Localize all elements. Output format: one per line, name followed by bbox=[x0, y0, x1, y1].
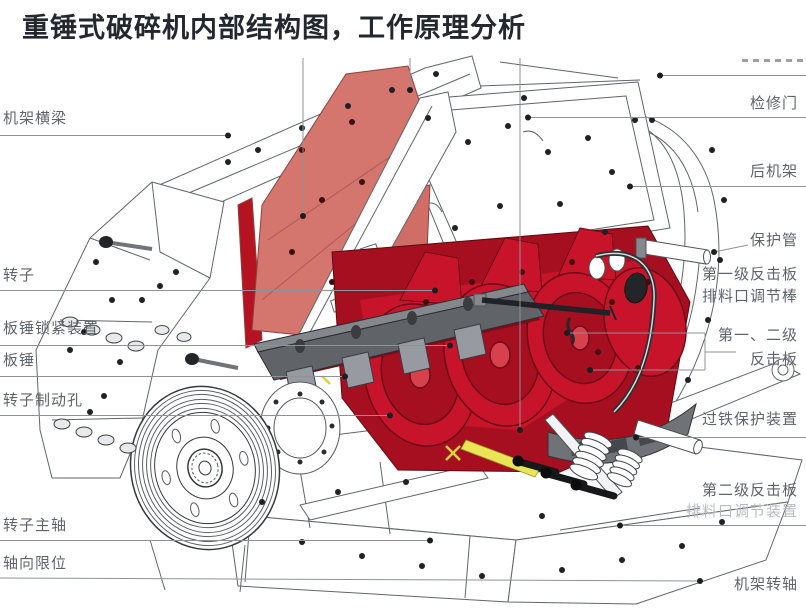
label-rear-frame: 后机架 bbox=[749, 163, 798, 180]
label-protection-tube: 保护管 bbox=[749, 232, 798, 249]
label-hammer-lock: 板锤锁紧装置 bbox=[3, 320, 100, 337]
leader-lines bbox=[0, 58, 806, 582]
label-axial-limit: 轴向限位 bbox=[3, 555, 68, 572]
label-hammer: 板锤 bbox=[3, 352, 36, 369]
leader-dots bbox=[225, 72, 717, 584]
label-first-second-line2: 反击板 bbox=[749, 351, 798, 368]
pulley bbox=[129, 385, 281, 551]
label-inspection-door: 检修门 bbox=[749, 95, 798, 112]
page-title: 重锤式破碎机内部结构图，工作原理分析 bbox=[22, 13, 526, 43]
label-frame-pivot-shaft: 机架转轴 bbox=[733, 576, 798, 593]
label-rotor-main-shaft: 转子主轴 bbox=[3, 517, 68, 534]
label-rotor-brake-hole: 转子制动孔 bbox=[3, 392, 84, 409]
shaft-hub bbox=[259, 381, 341, 475]
bolt-dots bbox=[67, 71, 727, 579]
label-discharge-adjust-device: 排料口调节装置 bbox=[685, 503, 798, 520]
label-frame-crossbeam: 机架横梁 bbox=[3, 110, 68, 127]
clipped-label-fragment bbox=[742, 59, 803, 62]
label-discharge-adjust-rod: 排料口调节棒 bbox=[701, 288, 798, 305]
label-first-impact-plate: 第一级反击板 bbox=[701, 266, 798, 283]
label-first-second-line1: 第一、二级 bbox=[717, 327, 798, 344]
label-rotor: 转子 bbox=[3, 267, 36, 284]
label-second-impact-plate: 第二级反击板 bbox=[701, 482, 798, 499]
label-iron-protection-device: 过铁保护装置 bbox=[701, 411, 798, 428]
